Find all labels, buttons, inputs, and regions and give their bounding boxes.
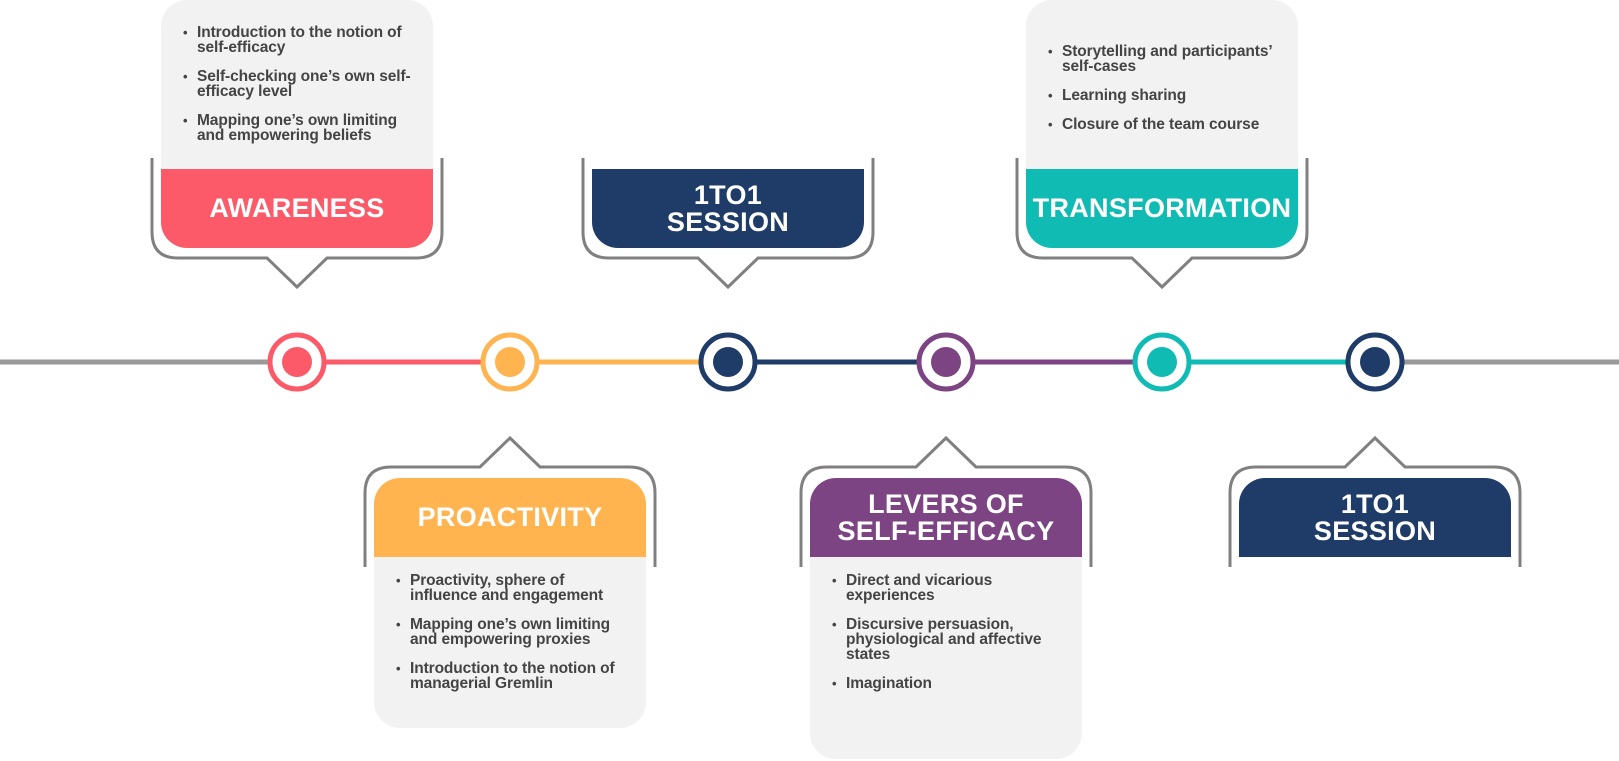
node-transformation xyxy=(1132,332,1192,392)
bullet-item: Proactivity, sphere of influence and eng… xyxy=(396,573,628,604)
banner-proactivity: PROACTIVITY xyxy=(374,478,646,557)
node-session-2 xyxy=(1345,332,1405,392)
bullet-item: Introduction to the notion of managerial… xyxy=(396,661,628,692)
outline-levers xyxy=(799,435,1093,567)
banner-title-session-1: 1TO1 SESSION xyxy=(666,179,790,237)
node-session-1 xyxy=(698,332,758,392)
node-awareness xyxy=(267,332,327,392)
bullet-item: Self-checking one’s own self-efficacy le… xyxy=(183,69,415,100)
bullet-item: Direct and vicarious experiences xyxy=(832,573,1064,604)
bullet-list-levers: Direct and vicarious experiences Discurs… xyxy=(832,573,1064,692)
bullet-item: Discursive persuasion, physiological and… xyxy=(832,617,1064,663)
node-dot-awareness xyxy=(282,347,312,377)
banner-session-1: 1TO1 SESSION xyxy=(592,169,864,248)
banner-transformation: TRANSFORMATION xyxy=(1026,169,1298,248)
node-dot-proactivity xyxy=(495,347,525,377)
outline-transformation xyxy=(1015,158,1309,290)
banner-levers: LEVERS OF SELF-EFFICACY xyxy=(810,478,1082,557)
card-body-proactivity: Proactivity, sphere of influence and eng… xyxy=(374,557,646,728)
bullet-item: Introduction to the notion of self-effic… xyxy=(183,25,415,56)
node-dot-session-2 xyxy=(1360,347,1390,377)
bullet-item: Mapping one’s own limiting and empowerin… xyxy=(183,113,415,144)
banner-title-proactivity: PROACTIVITY xyxy=(417,502,603,532)
bullet-list-proactivity: Proactivity, sphere of influence and eng… xyxy=(396,573,628,692)
bullet-item: Imagination xyxy=(832,676,1064,692)
node-dot-session-1 xyxy=(713,347,743,377)
banner-title-transformation: TRANSFORMATION xyxy=(1032,193,1292,223)
banner-title-session-2: 1TO1 SESSION xyxy=(1313,488,1437,546)
banner-title-awareness: AWARENESS xyxy=(209,193,385,223)
outline-proactivity xyxy=(363,435,657,567)
outline-awareness xyxy=(150,158,444,290)
bullet-item: Closure of the team course xyxy=(1048,117,1280,133)
outline-session-1 xyxy=(581,158,875,290)
banner-title-levers: LEVERS OF SELF-EFFICACY xyxy=(837,488,1055,546)
bullet-item: Learning sharing xyxy=(1048,88,1280,104)
card-body-awareness: Introduction to the notion of self-effic… xyxy=(161,0,433,169)
banner-awareness: AWARENESS xyxy=(161,169,433,248)
outline-session-2 xyxy=(1228,435,1522,567)
node-levers xyxy=(916,332,976,392)
card-body-transformation: Storytelling and participants’ self-case… xyxy=(1026,0,1298,169)
node-dot-levers xyxy=(931,347,961,377)
bullet-item: Storytelling and participants’ self-case… xyxy=(1048,44,1280,75)
node-proactivity xyxy=(480,332,540,392)
bullet-list-transformation: Storytelling and participants’ self-case… xyxy=(1048,44,1280,133)
bullet-list-awareness: Introduction to the notion of self-effic… xyxy=(183,25,415,144)
banner-session-2: 1TO1 SESSION xyxy=(1239,478,1511,557)
node-dot-transformation xyxy=(1147,347,1177,377)
bullet-item: Mapping one’s own limiting and empowerin… xyxy=(396,617,628,648)
card-body-levers: Direct and vicarious experiences Discurs… xyxy=(810,557,1082,759)
